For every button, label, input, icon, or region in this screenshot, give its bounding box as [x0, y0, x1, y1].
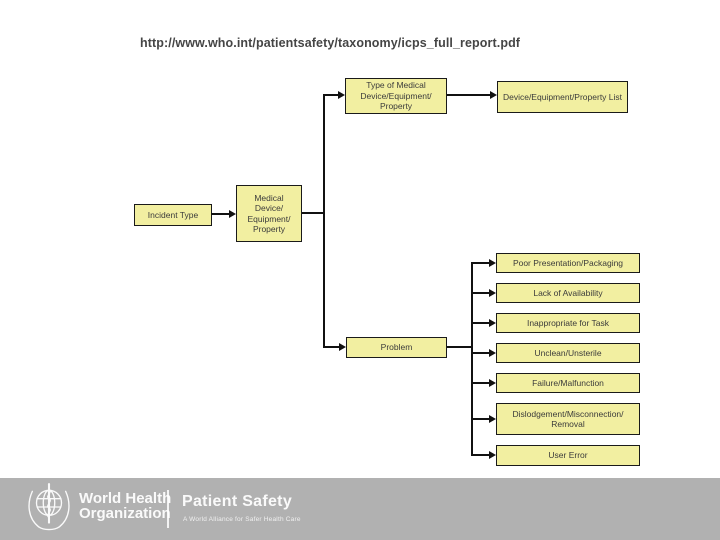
arrowhead-icon: [338, 91, 345, 99]
edge-spine-to-child: [473, 454, 489, 456]
edge-spine-to-child: [473, 262, 489, 264]
node-user-error: User Error: [496, 445, 640, 466]
node-medical-device: Medical Device/ Equipment/ Property: [236, 185, 302, 242]
arrowhead-icon: [489, 451, 496, 459]
node-incident-type: Incident Type: [134, 204, 212, 226]
arrowhead-icon: [489, 259, 496, 267]
node-poor-presentation-packaging: Poor Presentation/Packaging: [496, 253, 640, 273]
arrowhead-icon: [489, 349, 496, 357]
edge-branch-vertical: [323, 94, 325, 348]
node-dislodgement-misconnection-removal: Dislodgement/Misconnection/ Removal: [496, 403, 640, 435]
footer-bar: World Health Organization Patient Safety…: [0, 478, 720, 540]
who-org-name: World Health Organization: [79, 491, 171, 521]
footer-divider: [167, 490, 169, 528]
edge-spine-to-child: [473, 382, 489, 384]
edge-incident-to-meddev: [211, 213, 230, 215]
arrowhead-icon: [490, 91, 497, 99]
node-type-of-medical-device: Type of Medical Device/Equipment/ Proper…: [345, 78, 447, 114]
node-lack-of-availability: Lack of Availability: [496, 283, 640, 303]
program-subtitle: A World Alliance for Safer Health Care: [183, 516, 301, 523]
arrowhead-icon: [489, 319, 496, 327]
arrowhead-icon: [339, 343, 346, 351]
who-org-name-line2: Organization: [79, 505, 171, 522]
edge-spine-to-child: [473, 322, 489, 324]
node-failure-malfunction: Failure/Malfunction: [496, 373, 640, 393]
edge-spine-to-child: [473, 292, 489, 294]
who-logo-icon: [28, 483, 70, 531]
edge-typemed-to-devlist: [447, 94, 490, 96]
edge-branch-to-problem: [324, 346, 339, 348]
node-problem: Problem: [346, 337, 447, 358]
arrowhead-icon: [229, 210, 236, 218]
arrowhead-icon: [489, 379, 496, 387]
edge-branch-to-typemed: [324, 94, 338, 96]
arrowhead-icon: [489, 289, 496, 297]
node-device-equipment-property-list: Device/Equipment/Property List: [497, 81, 628, 113]
node-unclean-unsterile: Unclean/Unsterile: [496, 343, 640, 363]
arrowhead-icon: [489, 415, 496, 423]
edge-spine-vertical: [471, 262, 473, 456]
source-url-text: http://www.who.int/patientsafety/taxonom…: [140, 36, 521, 50]
edge-spine-to-child: [473, 418, 489, 420]
node-inappropriate-for-task: Inappropriate for Task: [496, 313, 640, 333]
edge-meddev-to-branch: [302, 212, 325, 214]
who-org-name-line1: World Health: [79, 490, 172, 507]
program-title: Patient Safety: [182, 493, 293, 510]
edge-problem-to-spine: [447, 346, 473, 348]
edge-spine-to-child: [473, 352, 489, 354]
